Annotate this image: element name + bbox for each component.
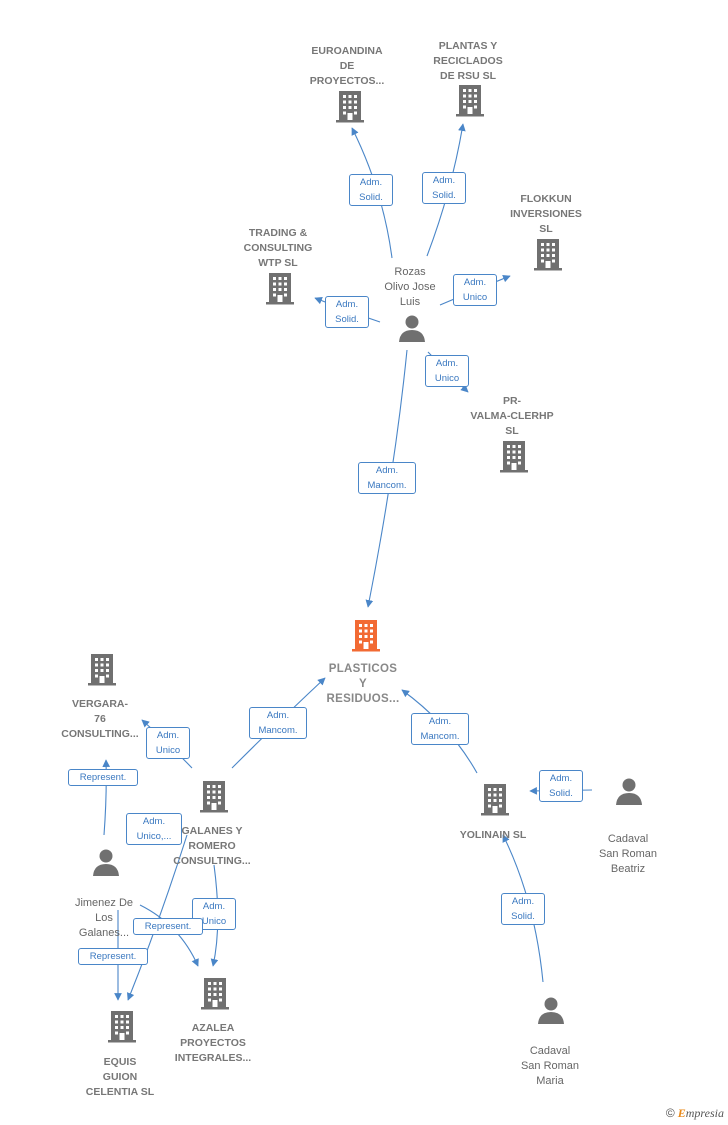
node-jimenez[interactable]: Jimenez De Los Galanes... [54, 896, 154, 941]
node-label: AZALEA PROYECTOS INTEGRALES... [174, 1022, 252, 1064]
node-prvalma[interactable]: PR- VALMA-CLERHP SL [457, 394, 567, 439]
node-label: Rozas Olivo Jose Luis [384, 266, 436, 308]
person-icon[interactable] [614, 776, 644, 811]
copyright-symbol: © [665, 1106, 675, 1120]
edge-label[interactable]: Adm. Solid. [501, 893, 545, 925]
building-icon[interactable] [335, 89, 365, 128]
edge-label[interactable]: Adm. Unico [453, 274, 497, 306]
building-icon[interactable] [87, 652, 117, 691]
building-icon[interactable] [351, 618, 381, 657]
edge-jimenez-vergara [102, 759, 111, 836]
person-icon[interactable] [397, 313, 427, 348]
edge-label[interactable]: Represent. [133, 917, 203, 935]
building-icon[interactable] [199, 779, 229, 818]
edge-label[interactable]: Adm. Solid. [325, 296, 369, 328]
edge-label[interactable]: Adm. Unico [146, 727, 190, 759]
node-plantas[interactable]: PLANTAS Y RECICLADOS DE RSU SL [418, 39, 518, 84]
node-label: PR- VALMA-CLERHP SL [470, 395, 554, 437]
node-label: Cadaval San Roman Beatriz [598, 833, 658, 875]
edge-label[interactable]: Adm. Solid. [422, 172, 466, 204]
copyright-mark: © Empresia [666, 1106, 724, 1121]
person-icon[interactable] [91, 847, 121, 882]
edge-label[interactable]: Adm. Mancom. [358, 462, 416, 494]
edge-label[interactable]: Represent. [78, 947, 148, 965]
node-equis[interactable]: EQUIS GUION CELENTIA SL [70, 1055, 170, 1100]
building-icon[interactable] [480, 782, 510, 821]
edge-label[interactable]: Adm. Unico,... [126, 813, 182, 845]
edge-label[interactable]: Represent. [68, 768, 138, 786]
node-label: EUROANDINA DE PROYECTOS... [309, 45, 385, 87]
node-flokkun[interactable]: FLOKKUN INVERSIONES SL [496, 192, 596, 237]
brand-initial: E [677, 1106, 686, 1120]
building-icon[interactable] [107, 1009, 137, 1048]
node-vergara[interactable]: VERGARA- 76 CONSULTING... [45, 697, 155, 742]
building-icon[interactable] [265, 271, 295, 310]
edge-label[interactable]: Adm. Unico [425, 355, 469, 387]
node-beatriz[interactable]: Cadaval San Roman Beatriz [578, 832, 678, 877]
node-azalea[interactable]: AZALEA PROYECTOS INTEGRALES... [158, 1021, 268, 1066]
building-icon[interactable] [499, 439, 529, 478]
node-label: YOLINAIN SL [459, 829, 527, 841]
building-icon[interactable] [200, 976, 230, 1015]
edge-label[interactable]: Adm. Mancom. [411, 713, 469, 745]
node-trading[interactable]: TRADING & CONSULTING WTP SL [228, 226, 328, 271]
building-icon[interactable] [455, 83, 485, 122]
node-galanes[interactable]: GALANES Y ROMERO CONSULTING... [157, 824, 267, 869]
node-label: Jimenez De Los Galanes... [74, 897, 134, 939]
node-euroandina[interactable]: EUROANDINA DE PROYECTOS... [297, 44, 397, 89]
node-label: GALANES Y ROMERO CONSULTING... [173, 825, 251, 867]
edge-label[interactable]: Adm. Solid. [539, 770, 583, 802]
node-label: VERGARA- 76 CONSULTING... [61, 698, 139, 740]
edge-label[interactable]: Adm. Solid. [349, 174, 393, 206]
node-label: FLOKKUN INVERSIONES SL [510, 193, 582, 235]
node-label: PLANTAS Y RECICLADOS DE RSU SL [433, 40, 503, 82]
node-maria[interactable]: Cadaval San Roman Maria [500, 1044, 600, 1089]
person-icon[interactable] [536, 995, 566, 1030]
brand-name: mpresia [685, 1106, 724, 1120]
node-label: EQUIS GUION CELENTIA SL [85, 1056, 155, 1098]
edge-label[interactable]: Adm. Mancom. [249, 707, 307, 739]
node-main[interactable]: PLASTICOS Y RESIDUOS... [308, 662, 418, 707]
building-icon[interactable] [533, 237, 563, 276]
node-label: PLASTICOS Y RESIDUOS... [326, 663, 400, 705]
node-label: Cadaval San Roman Maria [520, 1045, 580, 1087]
node-rozas[interactable]: Rozas Olivo Jose Luis [360, 265, 460, 310]
node-yolinain[interactable]: YOLINAIN SL [443, 828, 543, 843]
node-label: TRADING & CONSULTING WTP SL [243, 227, 313, 269]
